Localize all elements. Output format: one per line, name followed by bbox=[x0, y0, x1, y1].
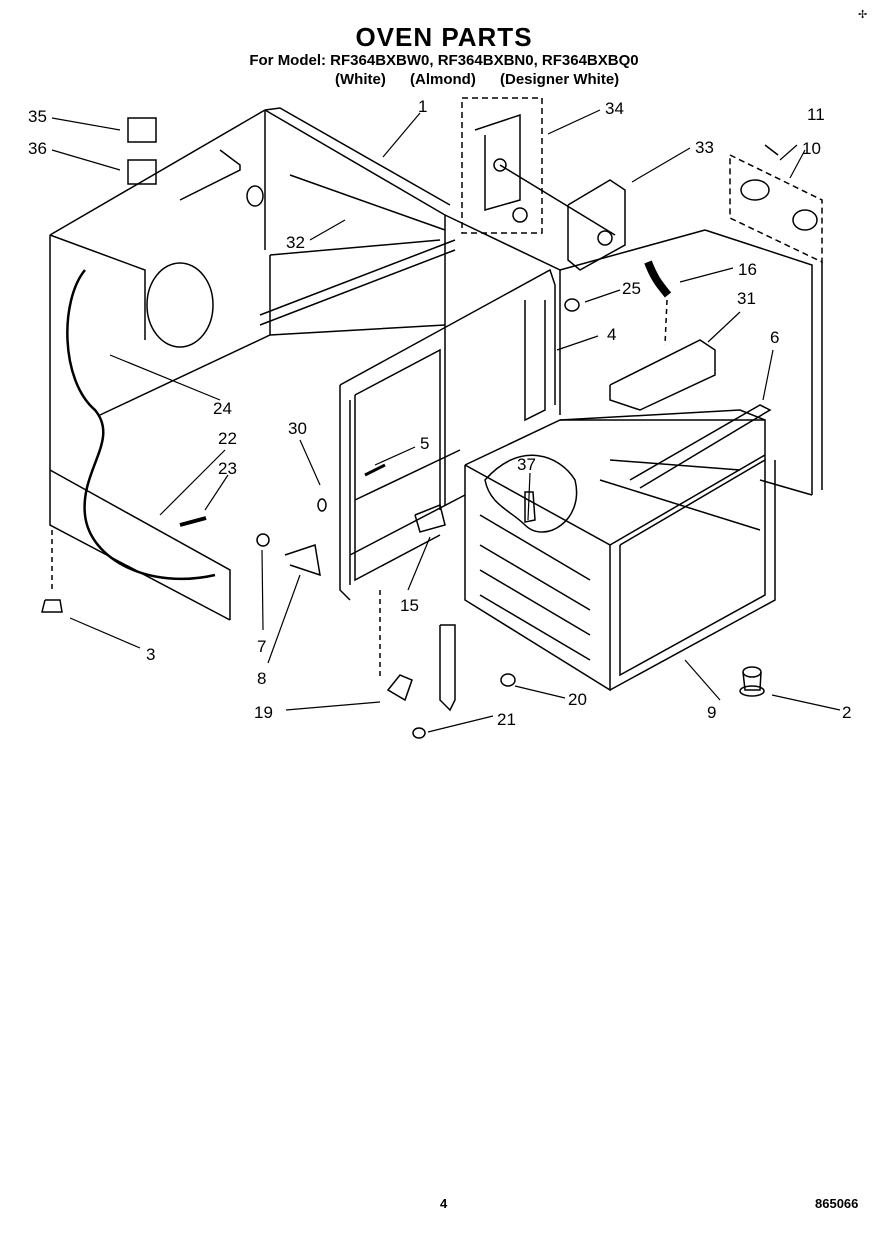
callout-20: 20 bbox=[568, 690, 587, 709]
callout-7: 7 bbox=[257, 637, 266, 656]
callout-21: 21 bbox=[497, 710, 516, 729]
callout-3: 3 bbox=[146, 645, 155, 664]
callout-22: 22 bbox=[218, 429, 237, 448]
callout-labels: 1 2 3 4 5 6 7 8 9 10 11 15 16 19 20 21 2… bbox=[28, 97, 851, 729]
tube-16 bbox=[644, 260, 672, 298]
callout-30: 30 bbox=[288, 419, 307, 438]
callout-33: 33 bbox=[695, 138, 714, 157]
back-frame bbox=[444, 214, 813, 496]
callout-37: 37 bbox=[517, 455, 536, 474]
color-designer-white: (Designer White) bbox=[500, 71, 620, 88]
clip-35 bbox=[127, 117, 157, 143]
front-frame bbox=[339, 268, 556, 601]
callout-35: 35 bbox=[28, 107, 47, 126]
foot-2 bbox=[739, 666, 765, 697]
callout-4: 4 bbox=[607, 325, 616, 344]
sensor-5 bbox=[364, 463, 386, 477]
model-list: For Model: RF364BXBW0, RF364BXBN0, RF364… bbox=[249, 52, 639, 69]
callout-24: 24 bbox=[213, 399, 232, 418]
callout-19: 19 bbox=[254, 703, 273, 722]
screw-20 bbox=[500, 673, 516, 687]
bracket-8 bbox=[284, 544, 321, 577]
spacer-30 bbox=[317, 498, 327, 512]
broil-element bbox=[559, 404, 772, 531]
plug-25 bbox=[564, 298, 580, 312]
bracket-15 bbox=[414, 503, 446, 533]
document-code: 865066 bbox=[815, 1196, 859, 1211]
valve-19 bbox=[386, 674, 413, 702]
color-almond: (Almond) bbox=[410, 71, 476, 88]
callout-9: 9 bbox=[707, 703, 716, 722]
callout-23: 23 bbox=[218, 459, 237, 478]
callout-11: 11 bbox=[807, 105, 825, 124]
callout-25: 25 bbox=[622, 279, 641, 298]
callout-1: 1 bbox=[418, 97, 427, 116]
callout-31: 31 bbox=[737, 289, 756, 308]
oven-cabinet-frame bbox=[49, 107, 456, 621]
callout-10: 10 bbox=[802, 139, 821, 158]
page-title: OVEN PARTS bbox=[355, 22, 533, 52]
callout-5: 5 bbox=[420, 434, 429, 453]
callout-36: 36 bbox=[28, 139, 47, 158]
bracket-34 bbox=[461, 97, 616, 236]
callout-leaders bbox=[51, 109, 841, 733]
callout-6: 6 bbox=[770, 328, 779, 347]
callout-8: 8 bbox=[257, 669, 266, 688]
thermostat-10 bbox=[729, 144, 823, 490]
burner-31 bbox=[609, 339, 716, 411]
grommet-7 bbox=[256, 533, 270, 547]
callout-34: 34 bbox=[605, 99, 624, 118]
color-variants: (White) (Almond) (Designer White) bbox=[335, 71, 639, 88]
callout-32: 32 bbox=[286, 233, 305, 252]
bracket-33 bbox=[567, 179, 626, 271]
callout-16: 16 bbox=[738, 260, 757, 279]
clip-37 bbox=[524, 491, 536, 523]
bracket-hinge bbox=[439, 624, 456, 712]
leveling-leg-3 bbox=[41, 530, 63, 613]
corner-mark: ✢ bbox=[858, 9, 868, 21]
callout-2: 2 bbox=[842, 703, 851, 722]
nut-21 bbox=[412, 727, 426, 739]
color-white: (White) bbox=[335, 71, 386, 88]
igniter-23 bbox=[179, 516, 207, 527]
callout-15: 15 bbox=[400, 596, 419, 615]
wire-harness bbox=[66, 269, 216, 581]
page-number: 4 bbox=[440, 1196, 448, 1211]
clip-36 bbox=[127, 159, 157, 185]
